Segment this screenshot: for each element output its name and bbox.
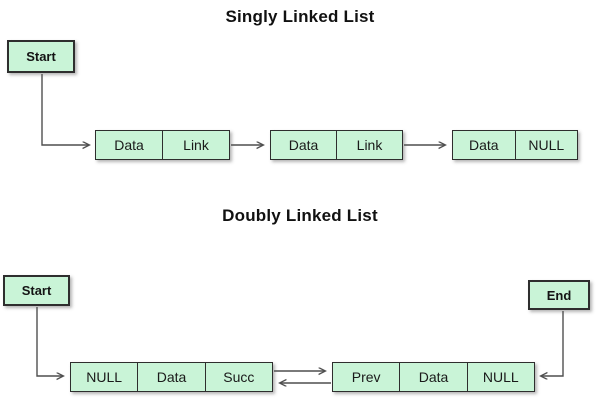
singly-node-2: Data Link <box>270 130 403 160</box>
doubly-node-1: NULL Data Succ <box>70 362 273 392</box>
singly-node-3: Data NULL <box>452 130 578 160</box>
singly-node-1-link-cell: Link <box>183 137 209 153</box>
doubly-list-title: Doubly Linked List <box>222 206 378 225</box>
doubly-end-connector <box>541 311 564 376</box>
singly-node-1: Data Link <box>95 130 230 160</box>
singly-node-1-data-cell: Data <box>96 131 163 159</box>
doubly-node-2-data-cell: Data <box>400 363 468 391</box>
doubly-node-1-null-cell: NULL <box>71 363 139 391</box>
singly-node-2-link-cell: Link <box>356 137 383 153</box>
singly-start-box: Start <box>7 40 75 73</box>
singly-list-title: Singly Linked List <box>225 7 375 26</box>
doubly-node-1-data-cell: Data <box>138 363 206 391</box>
doubly-node-2-null-cell: NULL <box>482 369 519 385</box>
singly-start-connector <box>41 74 89 145</box>
singly-node-2-data-cell: Data <box>271 131 337 159</box>
doubly-start-box: Start <box>3 275 70 306</box>
doubly-node-2: Prev Data NULL <box>332 362 535 392</box>
doubly-node-1-succ-cell: Succ <box>223 369 255 385</box>
doubly-end-box: End <box>528 280 590 310</box>
doubly-start-connector <box>36 307 63 376</box>
singly-node-3-null-cell: NULL <box>528 137 565 153</box>
doubly-node-2-prev-cell: Prev <box>333 363 401 391</box>
singly-node-3-data-cell: Data <box>453 131 516 159</box>
